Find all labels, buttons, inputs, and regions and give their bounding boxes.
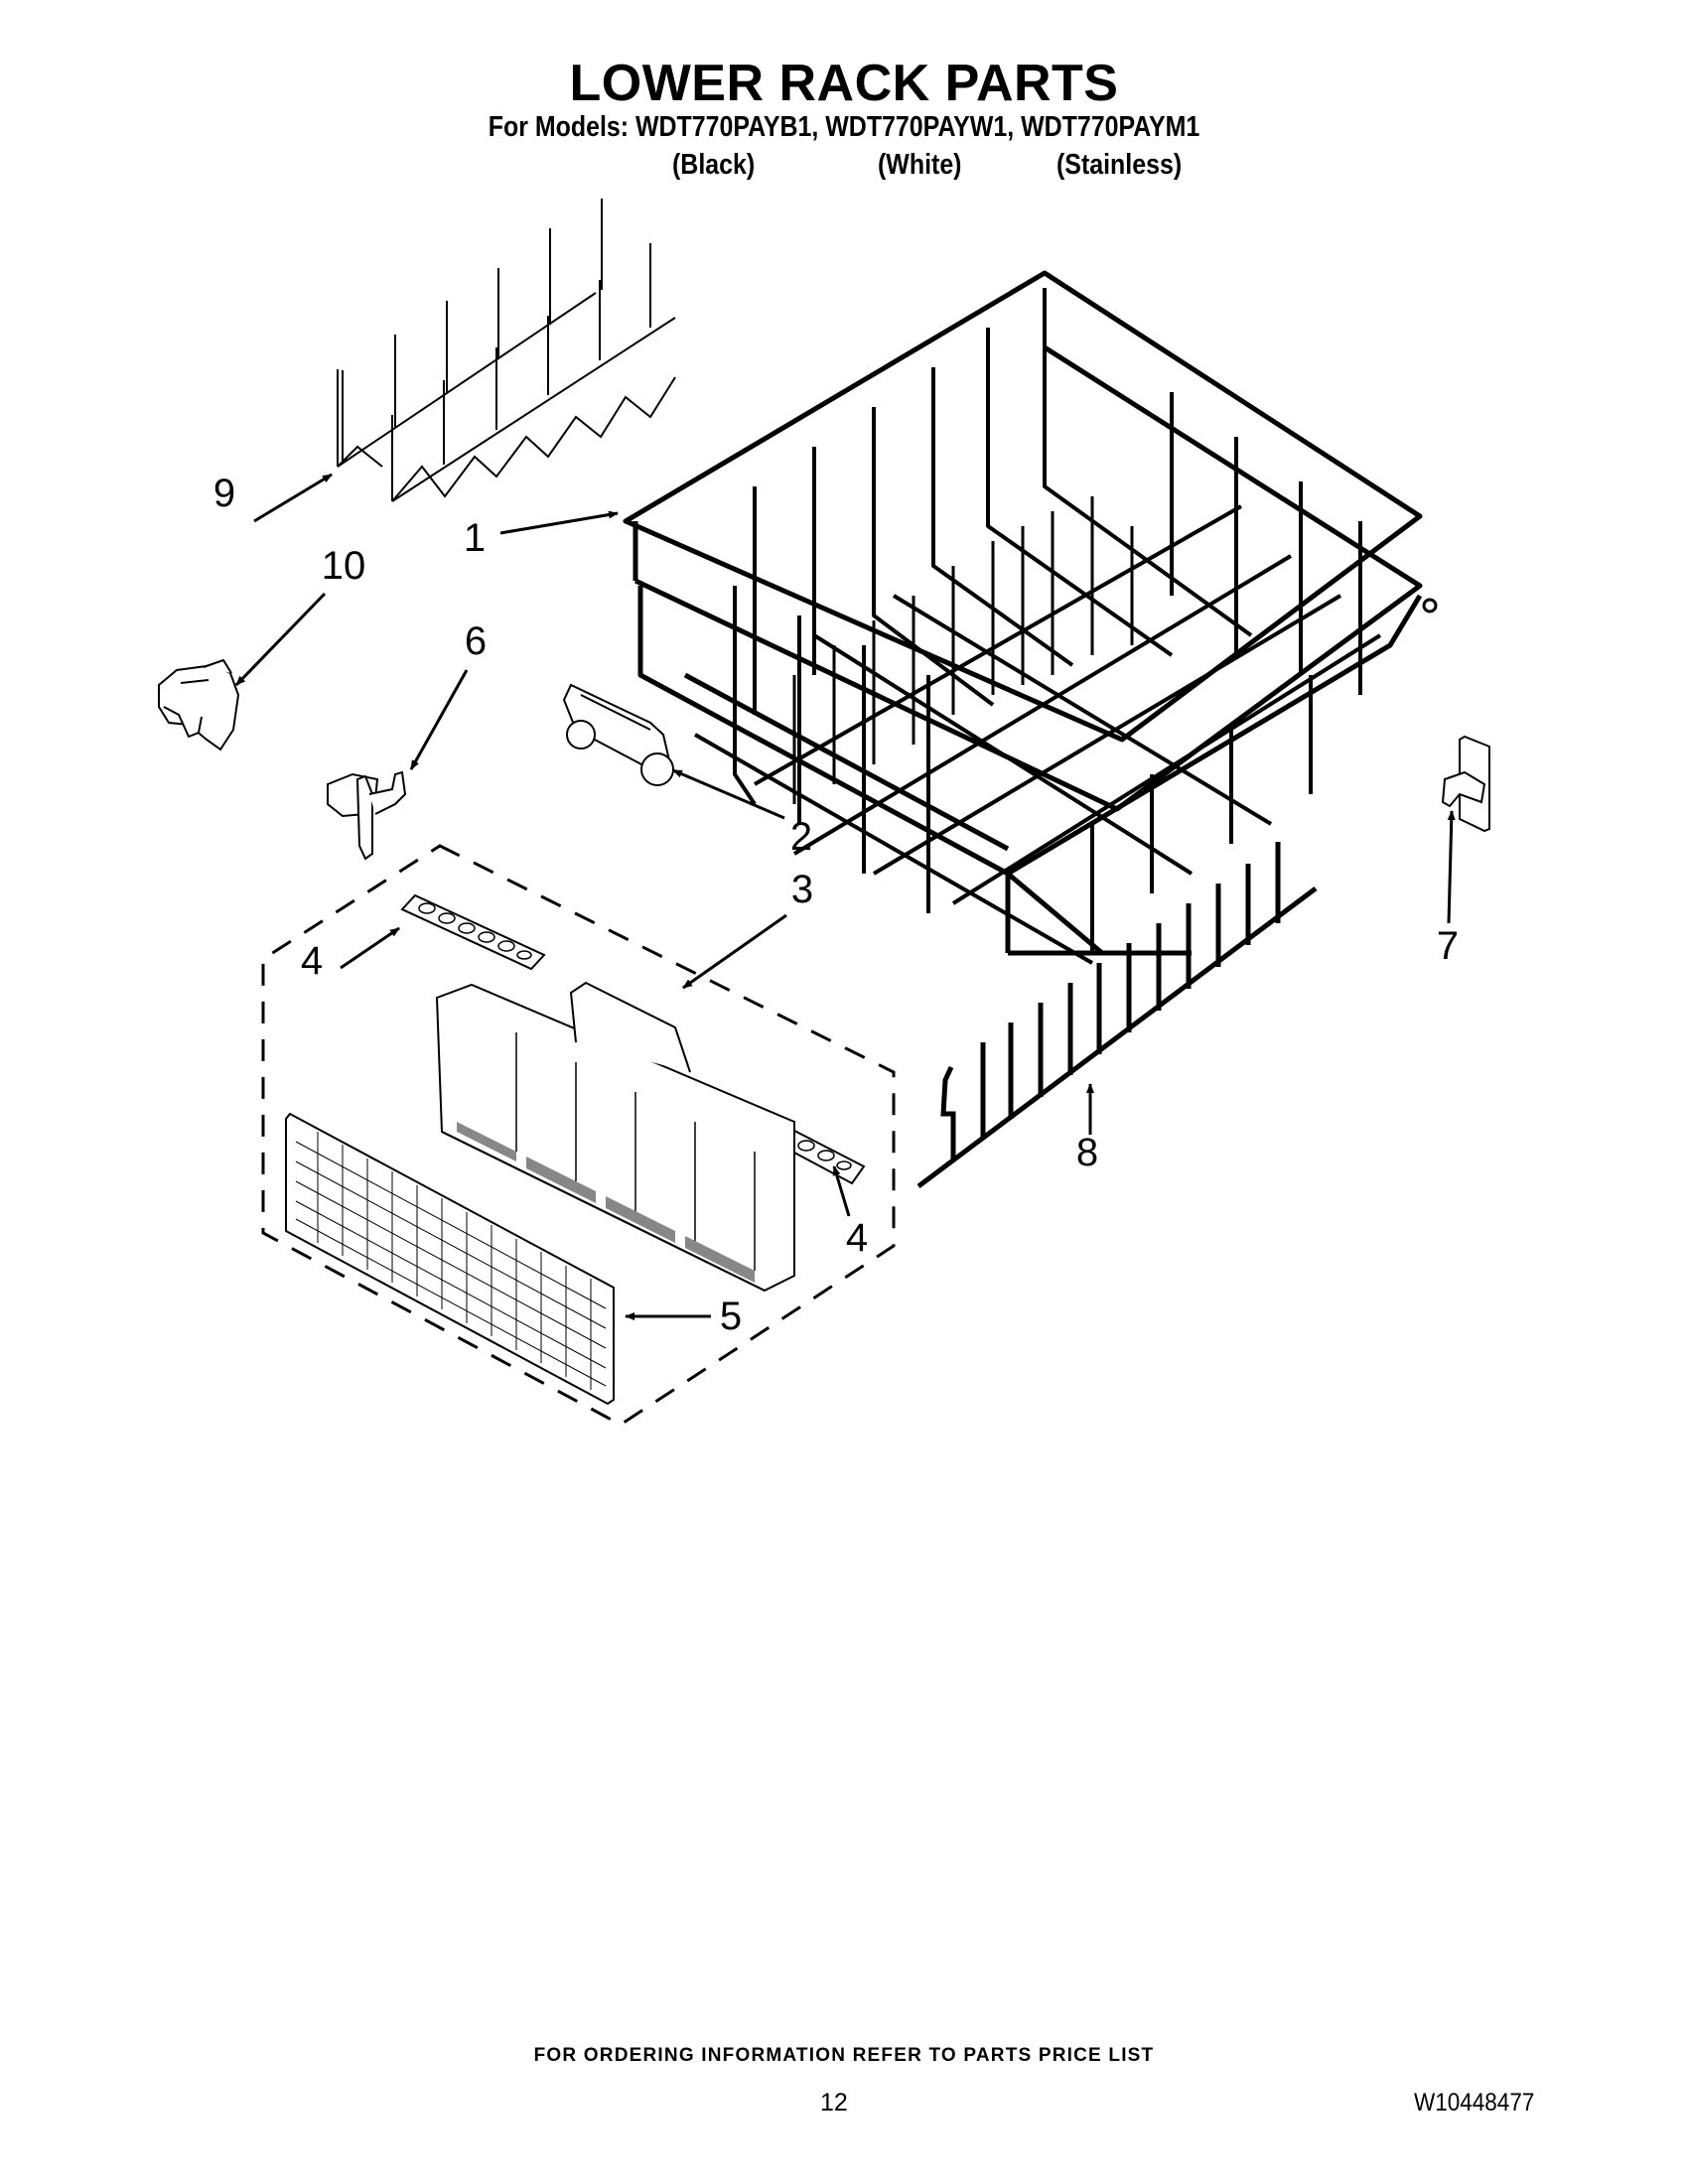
callout-9: 9 [212,472,236,515]
part-5-cover [285,1112,615,1406]
leader-3 [682,913,787,990]
callout-5: 5 [719,1295,743,1338]
part-4-lid-left [400,893,546,971]
callout-3: 3 [790,868,814,911]
model-color-stainless: (Stainless) [1056,149,1183,181]
part-9-tine-row [337,199,676,502]
leader-6 [409,669,469,770]
leader-2 [672,768,785,820]
leader-9 [253,473,333,523]
part-7-clip [1441,735,1490,833]
callout-4-right: 4 [845,1216,869,1260]
ordering-note: FOR ORDERING INFORMATION REFER TO PARTS … [533,2045,1155,2066]
callout-10: 10 [321,544,366,588]
document-number: W10448477 [1414,2089,1535,2116]
model-color-black: (Black) [672,149,756,181]
part-6-clip [327,770,407,861]
leader-4-left [340,926,400,970]
part-3-basket-dashed-outline [261,844,896,1427]
callout-1: 1 [463,516,487,560]
page-title: LOWER RACK PARTS [569,55,1119,112]
callout-8: 8 [1075,1131,1099,1174]
callout-4-left: 4 [300,939,324,983]
callout-2: 2 [789,815,813,859]
callout-7: 7 [1436,924,1460,968]
leader-4-right [832,1165,851,1217]
models-line: For Models: WDT770PAYB1, WDT770PAYW1, WD… [488,111,1200,143]
part-10-bumper [158,658,240,751]
part-1-dishrack [623,270,1438,965]
page-number: 12 [820,2089,848,2116]
part-8-tine-row [916,842,1318,1188]
leader-10 [234,592,327,687]
basket-body [435,981,795,1293]
leader-1 [499,510,619,535]
callout-6: 6 [464,619,488,663]
leader-7 [1447,810,1456,924]
part-2-wheel [562,683,674,786]
model-color-white: (White) [878,149,962,181]
